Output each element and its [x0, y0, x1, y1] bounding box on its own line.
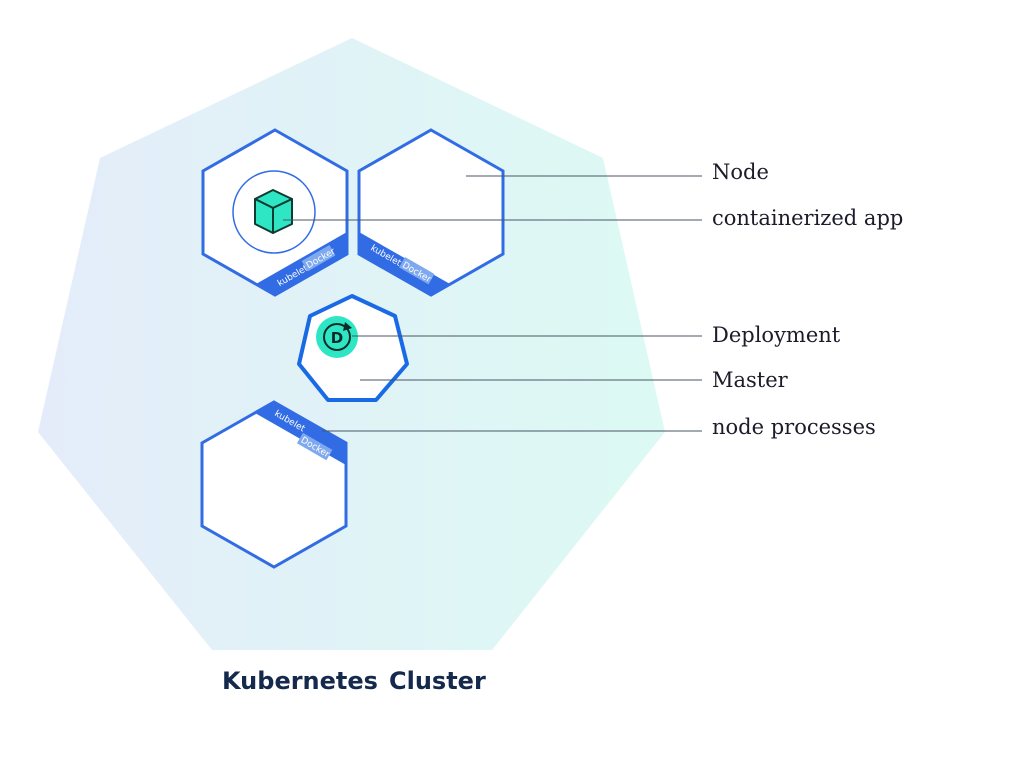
node-processes-label: node processes [712, 415, 876, 439]
cube-icon [254, 189, 293, 234]
docker-tag [399, 256, 435, 285]
docker-tag [301, 244, 336, 272]
node-process-strip [256, 232, 347, 295]
master: D [297, 294, 409, 402]
deployment-glyph: D [331, 329, 343, 347]
docker-tag [296, 432, 333, 461]
deployment-icon: D [316, 316, 358, 358]
deployment-label: Deployment [712, 323, 841, 347]
title-kubernetes: Kubernetes [222, 667, 378, 695]
node-top-left: kubelet Docker [201, 128, 349, 297]
node-top-right: kubelet Docker [357, 128, 505, 297]
app-ring [232, 170, 316, 254]
node-label: Node [712, 160, 769, 184]
master-label: Master [712, 368, 789, 392]
title-cluster: Cluster [389, 667, 486, 695]
node-bottom: kubelet Docker [200, 400, 348, 569]
containerized-app-label: containerized app [712, 206, 903, 230]
